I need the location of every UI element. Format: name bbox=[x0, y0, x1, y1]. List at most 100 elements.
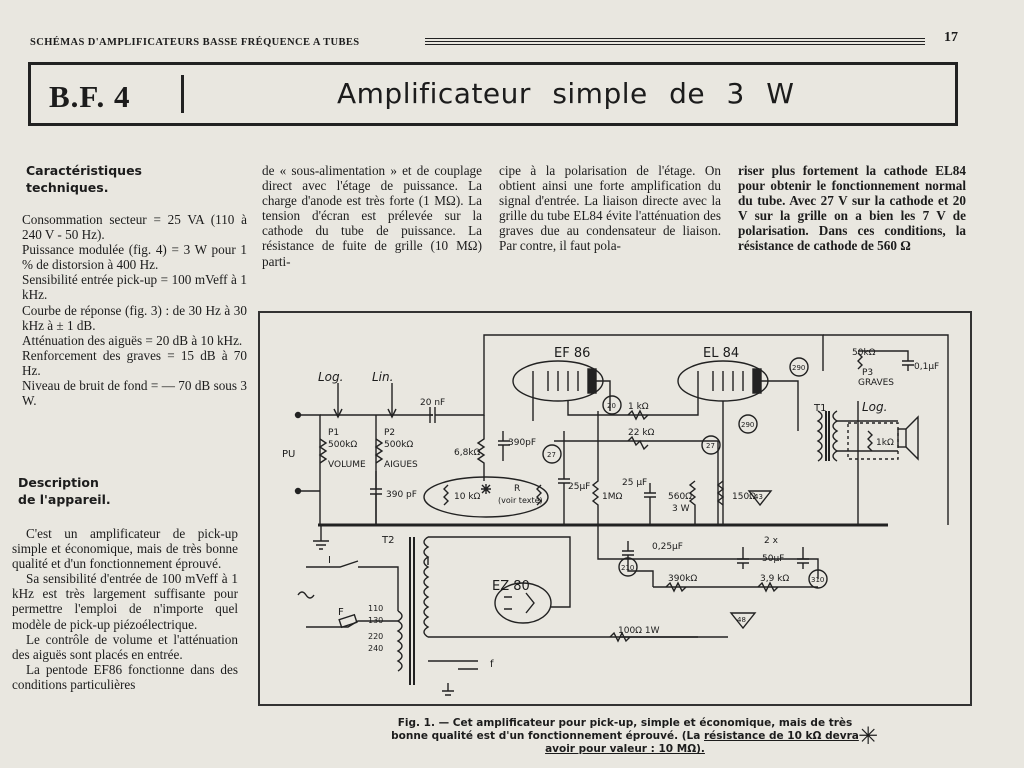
caption-underlined: avoir pour valeur : 10 MΩ). bbox=[545, 743, 705, 755]
label-v310: 310 bbox=[811, 576, 824, 584]
ez80-electrodes bbox=[504, 592, 535, 614]
label-tap-110: 110 bbox=[368, 604, 383, 613]
caption-line: avoir pour valeur : 10 MΩ). bbox=[370, 743, 880, 756]
r68k bbox=[476, 415, 486, 481]
v290a-circle bbox=[789, 357, 809, 377]
label-p1-name: VOLUME bbox=[328, 460, 366, 470]
heading-line: de l'appareil. bbox=[18, 492, 111, 507]
label-c01: 0,1µF bbox=[914, 362, 939, 372]
speaker-magnet bbox=[897, 428, 907, 448]
label-c20nf: 20 nF bbox=[420, 398, 445, 408]
star-mark bbox=[481, 484, 491, 494]
spec-item: Atténuation des aiguës = 20 dB à 10 kHz. bbox=[22, 332, 243, 348]
caption-text: bonne qualité est d'un fonctionnement ép… bbox=[391, 730, 704, 742]
v290b-circle bbox=[738, 414, 758, 434]
label-r1k-out: 1kΩ bbox=[876, 438, 894, 448]
label-c025: 0,25µF bbox=[652, 542, 683, 552]
label-tap-220: 220 bbox=[368, 632, 383, 641]
heading-line: Caractéristiques bbox=[26, 163, 142, 178]
speaker-icon bbox=[905, 415, 919, 461]
label-v290a: 290 bbox=[792, 364, 805, 372]
label-lin: Lin. bbox=[372, 370, 393, 384]
spec-item: Courbe de réponse (fig. 3) : de 30 Hz à … bbox=[22, 302, 247, 333]
label-r1k: 1 kΩ bbox=[628, 402, 649, 412]
label-p3-val: 50kΩ bbox=[852, 348, 876, 358]
label-rectifier: EZ 80 bbox=[492, 579, 530, 594]
banner-divider bbox=[181, 75, 184, 113]
fuse bbox=[338, 613, 358, 629]
characteristics-heading: Caractéristiques techniques. bbox=[26, 162, 142, 196]
mains-symbol bbox=[297, 591, 315, 599]
r10k bbox=[443, 484, 449, 506]
c25-a bbox=[558, 431, 570, 525]
r-highlight bbox=[423, 476, 549, 518]
label-tap-240: 240 bbox=[368, 644, 383, 653]
ez80-envelope bbox=[494, 582, 552, 624]
label-log-2: Log. bbox=[862, 400, 887, 414]
label-r10k: 10 kΩ bbox=[454, 492, 481, 502]
caption-line: bonne qualité est d'un fonctionnement ép… bbox=[370, 730, 880, 743]
t2-secondary bbox=[423, 536, 430, 638]
heading-line: Description bbox=[18, 475, 99, 490]
specs-list: Consommation secteur = 25 VA (110 à 240 … bbox=[22, 212, 247, 408]
label-t2: T2 bbox=[381, 535, 394, 546]
caption-line: Fig. 1. — Cet amplificateur pour pick-up… bbox=[397, 717, 853, 729]
r560 bbox=[688, 480, 697, 525]
v43-triangle bbox=[747, 490, 773, 507]
c2x50 bbox=[737, 547, 809, 569]
c20nf bbox=[429, 407, 485, 423]
t2-wires bbox=[427, 536, 698, 670]
p1-arrowhead bbox=[333, 408, 343, 419]
v27b-circle bbox=[701, 435, 721, 455]
wire-22k bbox=[554, 440, 719, 525]
ht-line-right bbox=[823, 334, 949, 525]
label-c25-a: 25µF bbox=[568, 482, 590, 492]
label-r22k: 22 kΩ bbox=[628, 428, 655, 438]
r22k bbox=[627, 435, 649, 451]
p1-resistor bbox=[318, 438, 328, 464]
label-c2x50b: 50µF bbox=[762, 554, 784, 564]
label-r: R bbox=[514, 484, 520, 494]
header-rule bbox=[425, 38, 925, 47]
description-heading: Description de l'appareil. bbox=[18, 474, 111, 508]
label-v43: 43 bbox=[754, 493, 763, 501]
label-c390pf-a: 390pF bbox=[508, 438, 536, 448]
label-c2x50: 2 x bbox=[764, 536, 779, 546]
t2-primary bbox=[396, 610, 403, 672]
page-number: 17 bbox=[944, 30, 958, 45]
label-v210: 210 bbox=[621, 564, 634, 572]
label-r1m: 1MΩ bbox=[602, 492, 622, 502]
r100-wire bbox=[609, 631, 728, 643]
label-pu: PU bbox=[282, 449, 295, 460]
label-p2-val: 500kΩ bbox=[384, 440, 413, 450]
wire-1k bbox=[598, 391, 699, 416]
caption-underlined: résistance de 10 kΩ devra bbox=[704, 730, 859, 742]
c25-b bbox=[644, 483, 656, 525]
v48-triangle bbox=[729, 612, 757, 630]
r1m bbox=[591, 411, 600, 525]
paragraph: C'est un amplificateur de pick-up simple… bbox=[12, 526, 238, 572]
t1-primary bbox=[816, 410, 823, 462]
text-column-1: de « sous-alimentation » et de couplage … bbox=[262, 163, 482, 269]
label-c25-b: 25 µF bbox=[622, 478, 647, 488]
label-tube-1: EF 86 bbox=[554, 346, 590, 361]
label-voir-texte: (voir texte) bbox=[498, 496, 543, 505]
text-column-3: riser plus fortement la cathode EL84 pou… bbox=[738, 163, 966, 254]
r150 bbox=[716, 480, 725, 506]
section-code: B.F. 4 bbox=[49, 79, 131, 114]
spec-item: Puissance modulée (fig. 4) = 3 W pour 1 … bbox=[22, 242, 247, 273]
label-r100: 100Ω 1W bbox=[618, 626, 660, 636]
c390-b bbox=[498, 431, 510, 461]
label-v290b: 290 bbox=[741, 421, 754, 429]
label-f: F bbox=[338, 607, 344, 618]
spec-item: Renforcement des graves = 15 dB à 70 Hz. bbox=[22, 347, 247, 378]
label-f-out: f bbox=[490, 659, 494, 670]
amplifier-schematic: EF 86 EL 84 EZ 80 T1 T2 Log. Lin. Log. P… bbox=[282, 334, 949, 696]
paragraph: Le contrôle de volume et l'atténuation d… bbox=[12, 631, 238, 662]
label-p1-val: 500kΩ bbox=[328, 440, 357, 450]
spec-item: Niveau de bruit de fond = — 70 dB sous 3… bbox=[22, 378, 247, 409]
schematic-frame bbox=[258, 311, 972, 706]
pu-terminal bbox=[294, 411, 302, 419]
spec-item: Sensibilité entrée pick-up = 100 mVeff à… bbox=[22, 272, 247, 303]
spec-item: Consommation secteur = 25 VA (110 à 240 … bbox=[22, 212, 247, 243]
